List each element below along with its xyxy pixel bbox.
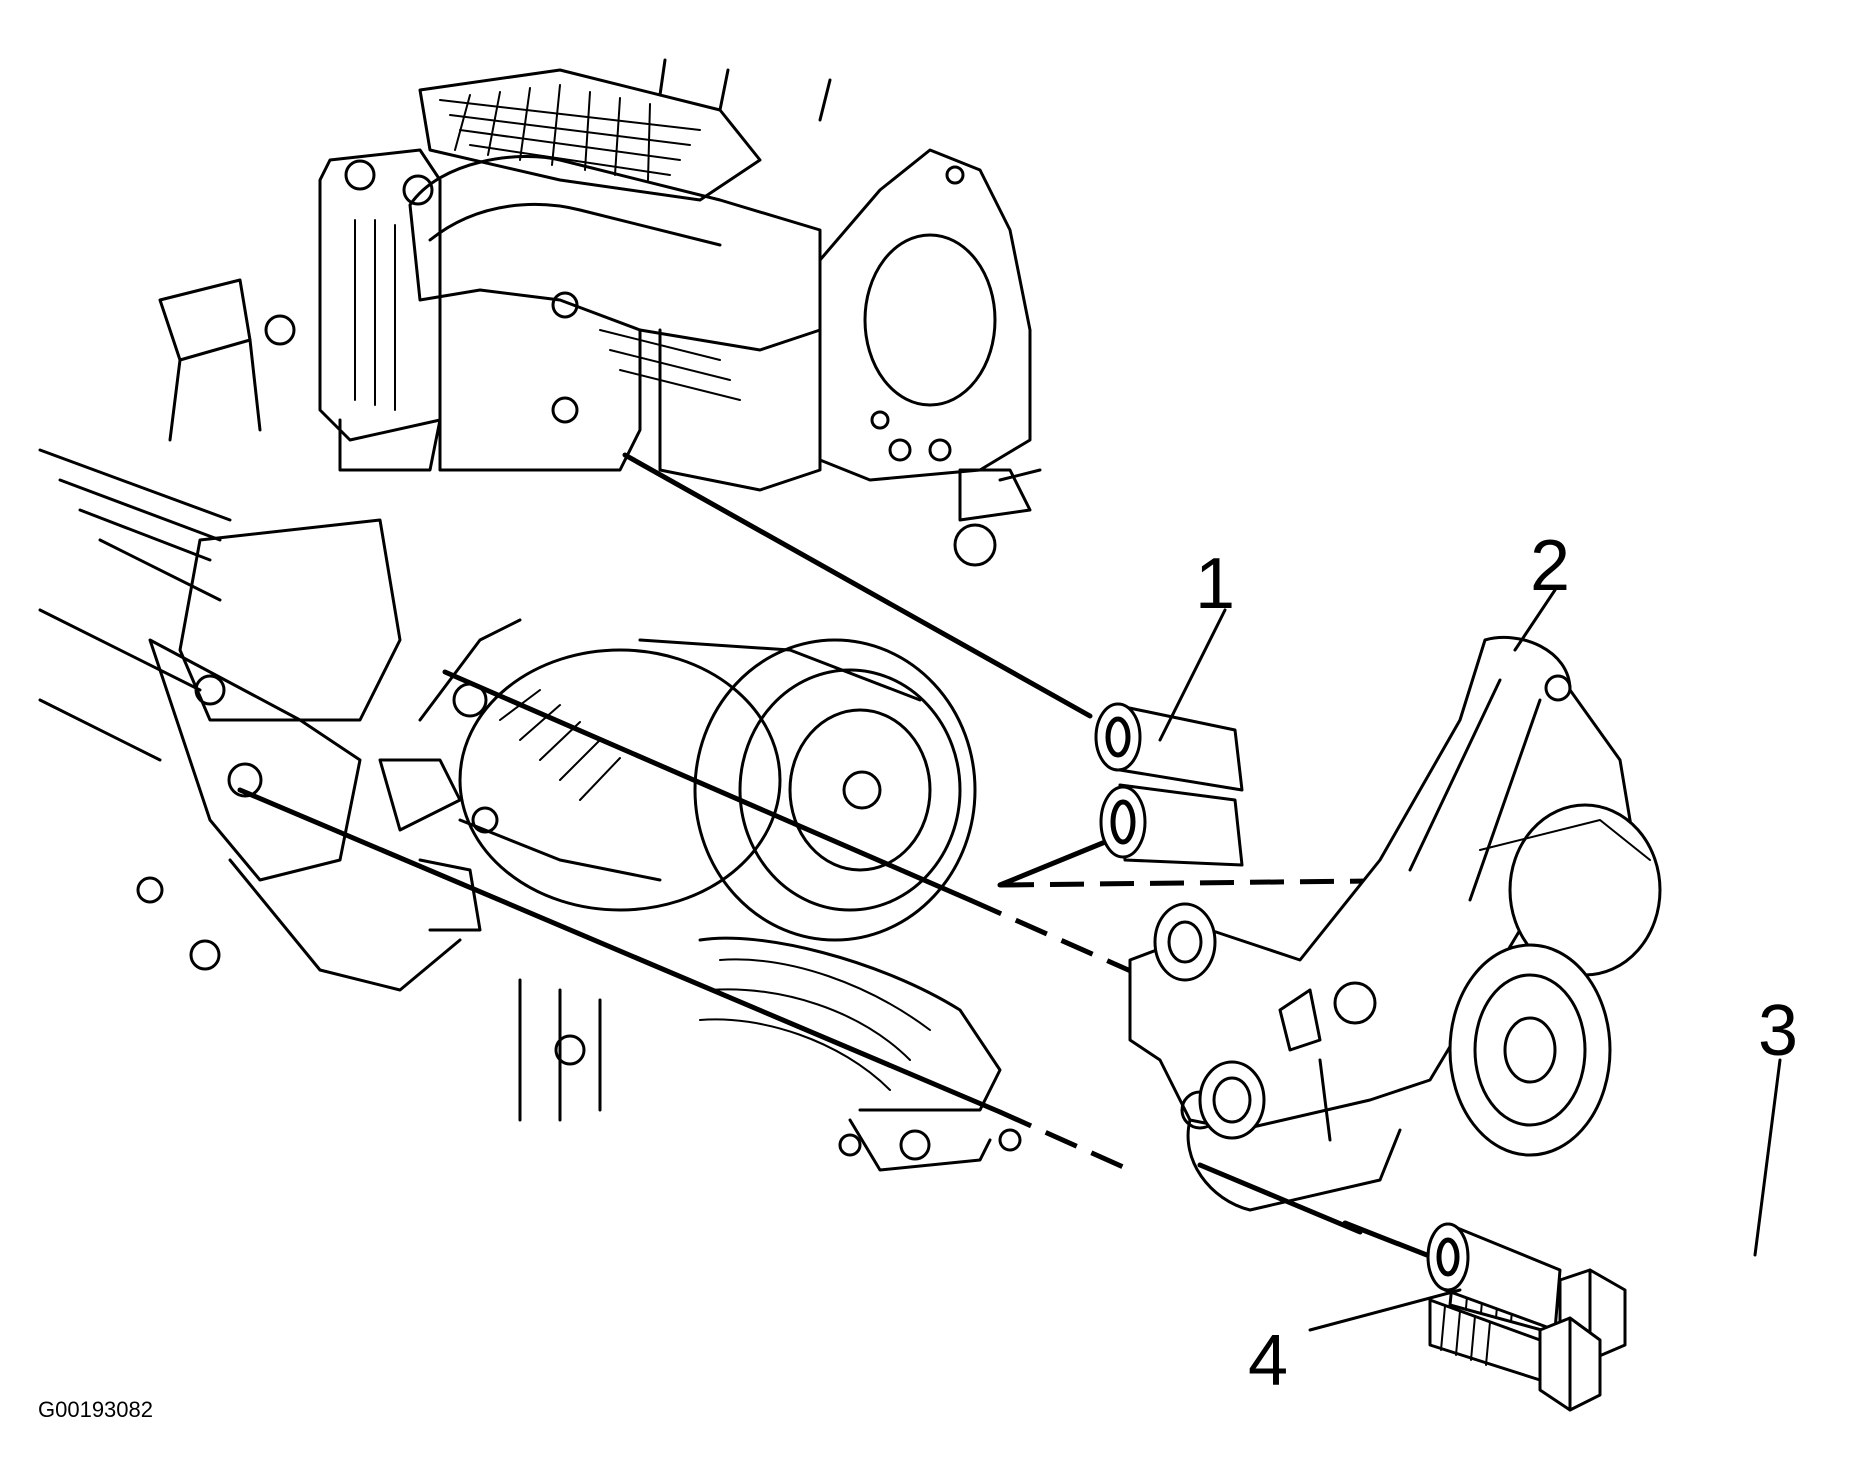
part-spacer-bushings [1094,702,1244,867]
callout-1: 1 [1195,544,1236,624]
part-spacer-lower [1426,1222,1562,1332]
throttle-body [818,148,1042,567]
part-bolt-lower [1428,1298,1602,1412]
callout-4: 4 [1248,1321,1289,1401]
leader-2 [1513,588,1557,652]
part-tensioner-bracket [1128,635,1662,1212]
leader-4 [1308,1288,1462,1332]
figure-id: G00193082 [38,1397,153,1422]
engine-cover [318,148,579,472]
leader-1 [1158,608,1227,742]
callout-3: 3 [1758,991,1799,1071]
crank-pulley [518,936,1022,1172]
accessory-brackets [38,448,462,992]
intake-manifold [418,58,832,202]
compressor-pulley [418,618,977,942]
leader-3 [1753,1058,1782,1257]
manifold-body [408,154,822,492]
engine-block-illustration [38,58,1042,1172]
leader-lines [1158,588,1782,1332]
engine-details [158,278,499,932]
alignment-lines [237,452,1468,1273]
callout-2: 2 [1530,526,1571,606]
